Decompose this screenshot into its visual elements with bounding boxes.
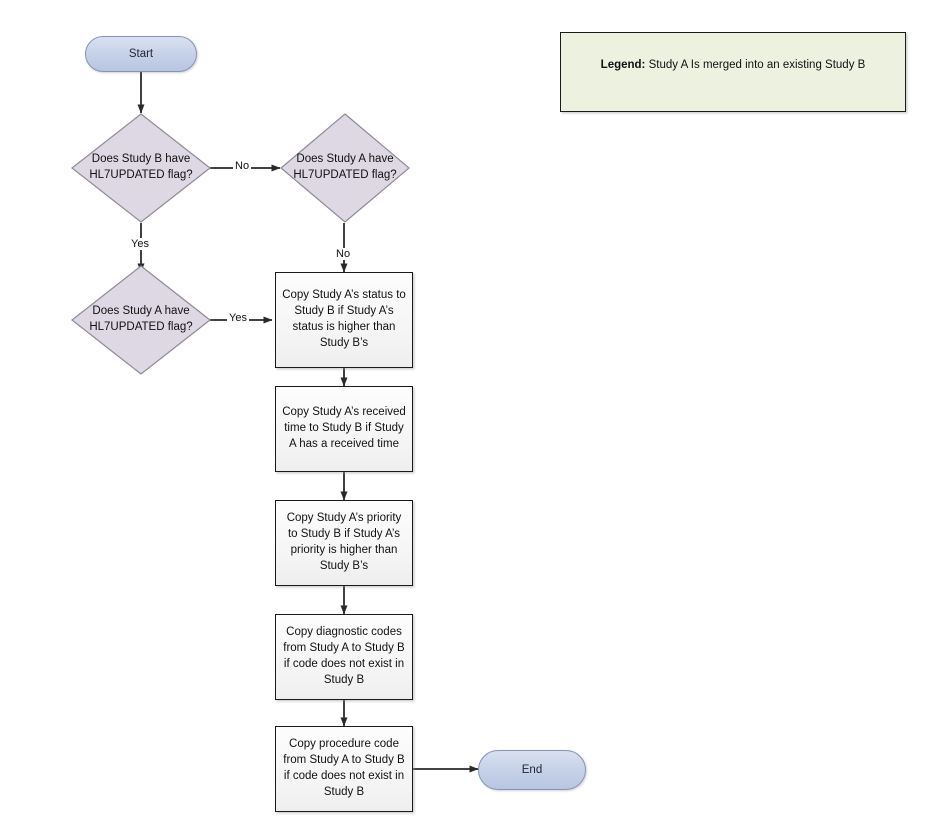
- node-process-copy-diagnostic-codes[interactable]: Copy diagnostic codes from Study A to St…: [275, 614, 413, 700]
- diamond-shape: [71, 265, 211, 375]
- node-process-copy-priority[interactable]: Copy Study A’s priority to Study B if St…: [275, 500, 413, 586]
- diamond-shape: [71, 113, 211, 223]
- node-start[interactable]: Start: [85, 36, 197, 72]
- node-process-copy-status-label: Copy Study A’s status to Study B if Stud…: [282, 289, 406, 349]
- legend-text: Legend: Study A Is merged into an existi…: [601, 59, 866, 71]
- diamond-shape: [280, 113, 410, 223]
- legend-label: Legend:: [600, 59, 646, 71]
- edge-label-decision-b-no: No: [233, 160, 252, 172]
- edge-label-text: Yes: [131, 238, 149, 250]
- node-process-copy-procedure-code-label: Copy procedure code from Study A to Stud…: [283, 738, 405, 798]
- edge-label-decision-a-right-no: No: [334, 248, 353, 260]
- legend-box: Legend: Study A Is merged into an existi…: [560, 32, 906, 112]
- node-process-copy-diagnostic-codes-label: Copy diagnostic codes from Study A to St…: [283, 626, 405, 686]
- node-process-copy-procedure-code[interactable]: Copy procedure code from Study A to Stud…: [275, 726, 413, 812]
- node-decision-study-a-flag-left[interactable]: Does Study A have HL7UPDATED flag?: [71, 265, 211, 375]
- edge-label-text: Yes: [229, 312, 247, 324]
- edge-label-decision-a-left-yes: Yes: [227, 312, 249, 324]
- node-start-label: Start: [128, 48, 154, 60]
- node-process-copy-received-time[interactable]: Copy Study A’s received time to Study B …: [275, 386, 413, 472]
- node-end[interactable]: End: [478, 750, 586, 790]
- node-process-copy-priority-label: Copy Study A’s priority to Study B if St…: [286, 512, 402, 572]
- legend-description: Study A Is merged into an existing Study…: [645, 59, 866, 71]
- node-decision-study-a-flag-right[interactable]: Does Study A have HL7UPDATED flag?: [280, 113, 410, 223]
- node-process-copy-received-time-label: Copy Study A’s received time to Study B …: [282, 406, 406, 450]
- node-end-label: End: [521, 764, 543, 776]
- edge-label-text: No: [336, 248, 351, 260]
- edge-label-decision-b-yes: Yes: [129, 238, 151, 250]
- node-decision-study-b-flag[interactable]: Does Study B have HL7UPDATED flag?: [71, 113, 211, 223]
- edge-label-text: No: [235, 160, 250, 172]
- node-process-copy-status[interactable]: Copy Study A’s status to Study B if Stud…: [275, 272, 413, 368]
